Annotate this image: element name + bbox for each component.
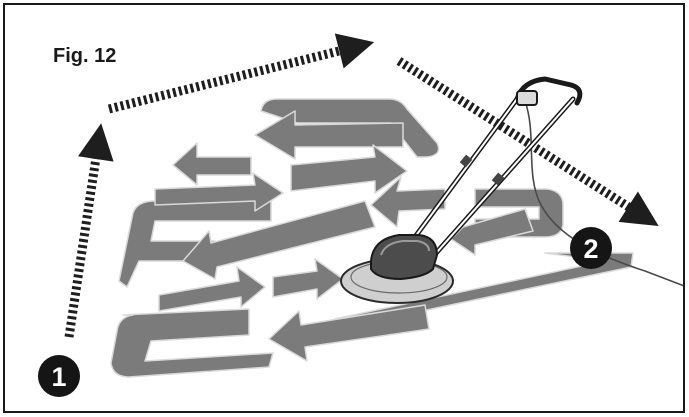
figure-label: Fig. 12 (53, 45, 117, 67)
mowing-path-left-turn-lower (110, 308, 274, 378)
start-marker: 1 (38, 355, 80, 397)
mower-handle-grip (514, 76, 583, 106)
mowing-path-top-turn (260, 98, 440, 158)
mowing-path-arrow (272, 258, 344, 300)
start-circle-icon (38, 355, 80, 397)
mowing-path-left-turn-upper (118, 200, 272, 288)
power-cable (524, 100, 683, 287)
mowing-path-arrow (254, 110, 404, 160)
mowing-path-arrow (158, 266, 266, 312)
end-circle-icon (570, 227, 612, 269)
dotted-arrow-icon (64, 123, 114, 338)
handle-clamp (491, 172, 505, 186)
hover-mower-icon (340, 76, 683, 304)
dotted-arrow-icon (396, 57, 659, 227)
end-marker-number: 2 (583, 234, 598, 264)
mowing-pattern-diagram: 1 2 (38, 33, 683, 397)
handle-clamp (459, 154, 473, 168)
mowing-path-arrow (154, 172, 284, 212)
start-marker-number: 1 (51, 362, 66, 392)
mowing-path-pattern (110, 98, 634, 378)
mowing-path-arrow (290, 144, 408, 194)
mower-switch-box (516, 90, 538, 106)
mowing-path-arrow (450, 208, 534, 256)
mowing-path-arrow (172, 142, 252, 186)
mowing-path-arrow (182, 200, 376, 280)
dotted-arrow-icon (107, 33, 375, 114)
mowing-path-arrow (268, 304, 430, 362)
mower-hood-highlight (380, 240, 430, 256)
end-marker: 2 (570, 227, 612, 269)
direction-arrows (64, 33, 659, 338)
figure-frame: 1 2 Fig. 12 (3, 3, 685, 413)
